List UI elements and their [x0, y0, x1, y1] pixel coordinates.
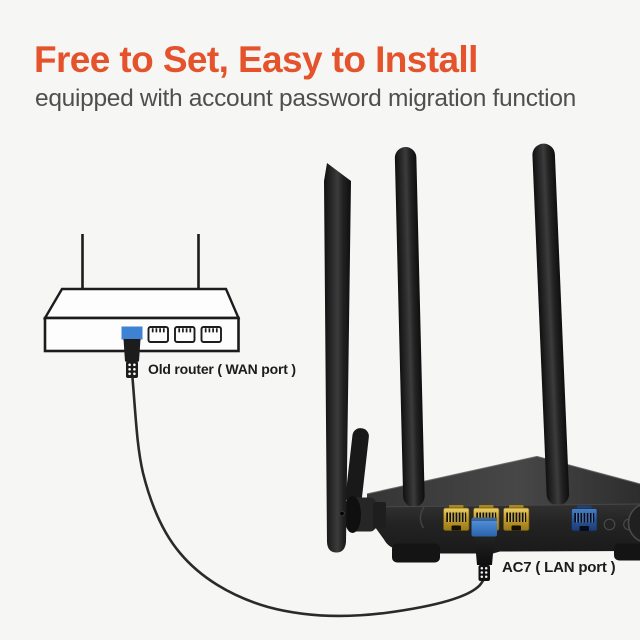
- ac7-antenna-right: [532, 143, 570, 506]
- ac7-antenna-hinge: [344, 496, 386, 533]
- ac7-cable-plug: [471, 517, 497, 581]
- old-router-top: [42, 287, 241, 320]
- ac7-antenna-left: [324, 163, 351, 553]
- antenna-screw-hole: [339, 510, 345, 517]
- ac7-antenna-stub: [345, 428, 369, 504]
- ac7-foot-right: [614, 543, 640, 561]
- lan-port-icon: [443, 505, 470, 531]
- power-button-icon: [627, 504, 640, 542]
- reset-button-icon: [603, 518, 616, 531]
- ac7-plug-boot: [478, 565, 490, 581]
- old-router-cable-plug: [123, 339, 141, 362]
- rj45-port-icon: [200, 326, 222, 343]
- ac7-antenna-middle: [394, 147, 425, 507]
- rj45-port-icon: [147, 326, 169, 343]
- rj45-port-icon: [174, 326, 196, 343]
- ac7-panel-edge-highlight: [366, 503, 640, 508]
- ac7-top-surface: [367, 456, 640, 508]
- old-router-label: Old router ( WAN port ): [148, 361, 296, 377]
- ac7-panel-molding: [419, 506, 425, 529]
- wan-port-icon: [571, 505, 598, 532]
- lan-port-icon: [503, 505, 530, 531]
- ac7-router-label: AC7 ( LAN port ): [502, 559, 616, 576]
- old-router-wan-port: [121, 326, 143, 340]
- page-subtitle: equipped with account password migration…: [35, 85, 576, 112]
- ac7-router: [324, 143, 640, 581]
- old-router-illustration: [42, 234, 241, 378]
- old-router-plug-boot: [126, 361, 138, 378]
- ethernet-cable: [131, 376, 486, 618]
- page-title: Free to Set, Easy to Install: [34, 39, 478, 80]
- ac7-foot-left: [392, 543, 440, 563]
